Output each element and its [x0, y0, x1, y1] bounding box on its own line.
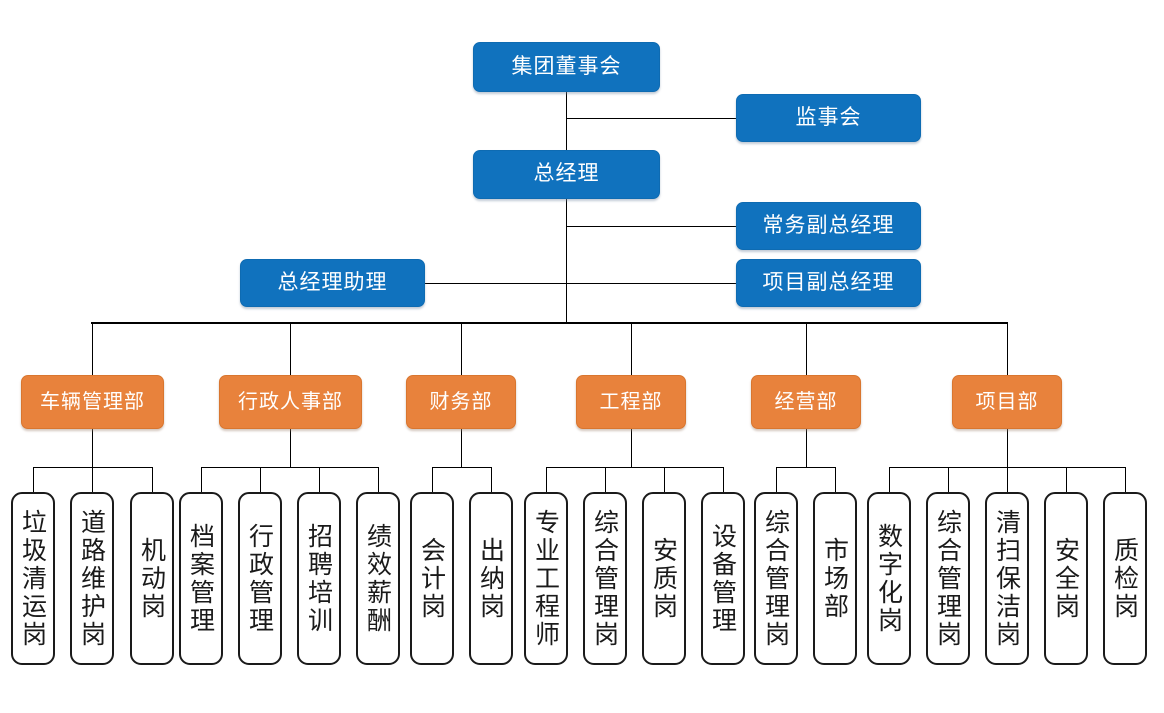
node-position-box[interactable]: 数字化岗 — [867, 492, 911, 665]
node-position-box[interactable]: 招聘培训 — [297, 492, 341, 665]
leaf-drop-6-3 — [1007, 467, 1008, 493]
connector-stem-4 — [631, 429, 632, 468]
connector-project-deputy — [566, 283, 736, 284]
leaf-drop-6-1 — [889, 467, 890, 493]
node-general-manager[interactable]: 总经理 — [473, 150, 660, 199]
node-position-box[interactable]: 会计岗 — [410, 492, 454, 665]
node-department-finance[interactable]: 财务部 — [406, 375, 516, 429]
node-position-box[interactable]: 清扫保洁岗 — [985, 492, 1029, 665]
position-label: 行政管理 — [245, 522, 275, 635]
leaf-drop-6-2 — [948, 467, 949, 493]
position-label: 设备管理 — [708, 522, 738, 635]
node-position-box[interactable]: 道路维护岗 — [70, 492, 114, 665]
node-position-box[interactable]: 设备管理 — [701, 492, 745, 665]
position-label: 绩效薪酬 — [363, 522, 393, 635]
leaf-drop-3-2 — [491, 467, 492, 493]
subbus-2 — [201, 467, 378, 468]
node-position-box[interactable]: 专业工程师 — [524, 492, 568, 665]
position-label: 质检岗 — [1110, 536, 1140, 621]
leaf-drop-4-4 — [723, 467, 724, 493]
node-position-box[interactable]: 安全岗 — [1044, 492, 1088, 665]
node-position-box[interactable]: 绩效薪酬 — [356, 492, 400, 665]
subbus-4 — [546, 467, 723, 468]
leaf-drop-2-2 — [260, 467, 261, 493]
connector-dept-drop-2 — [290, 322, 291, 375]
leaf-drop-4-1 — [546, 467, 547, 493]
position-label: 安质岗 — [649, 536, 679, 621]
node-department-project[interactable]: 项目部 — [952, 375, 1062, 429]
leaf-drop-1-1 — [33, 467, 34, 493]
leaf-drop-5-1 — [776, 467, 777, 493]
connector-stem-5 — [806, 429, 807, 468]
connector-gm-assistant — [425, 283, 566, 284]
position-label: 会计岗 — [417, 536, 447, 621]
connector-gm-trunk — [566, 199, 567, 323]
position-label: 数字化岗 — [874, 522, 904, 635]
node-position-box[interactable]: 综合管理岗 — [754, 492, 798, 665]
position-label: 综合管理岗 — [933, 508, 963, 649]
connector-stem-3 — [461, 429, 462, 468]
node-position-box[interactable]: 综合管理岗 — [926, 492, 970, 665]
node-department-vehicle-management[interactable]: 车辆管理部 — [21, 375, 164, 429]
node-position-box[interactable]: 安质岗 — [642, 492, 686, 665]
position-label: 市场部 — [820, 536, 850, 621]
node-project-deputy-gm[interactable]: 项目副总经理 — [736, 259, 921, 307]
node-position-box[interactable]: 垃圾清运岗 — [11, 492, 55, 665]
connector-dept-drop-5 — [806, 322, 807, 375]
node-position-box[interactable]: 综合管理岗 — [583, 492, 627, 665]
node-position-box[interactable]: 行政管理 — [238, 492, 282, 665]
position-label: 招聘培训 — [304, 522, 334, 635]
leaf-drop-3-1 — [432, 467, 433, 493]
position-label: 出纳岗 — [476, 536, 506, 621]
leaf-drop-2-3 — [319, 467, 320, 493]
position-label: 垃圾清运岗 — [18, 508, 48, 649]
leaf-drop-4-2 — [605, 467, 606, 493]
leaf-drop-2-4 — [378, 467, 379, 493]
position-label: 清扫保洁岗 — [992, 508, 1022, 649]
position-label: 道路维护岗 — [77, 508, 107, 649]
node-position-box[interactable]: 机动岗 — [130, 492, 174, 665]
connector-board-trunk — [566, 92, 567, 159]
node-gm-assistant[interactable]: 总经理助理 — [240, 259, 425, 307]
node-department-admin-hr[interactable]: 行政人事部 — [219, 375, 362, 429]
node-board-of-directors[interactable]: 集团董事会 — [473, 42, 660, 92]
connector-dept-drop-6 — [1007, 322, 1008, 375]
node-position-box[interactable]: 档案管理 — [179, 492, 223, 665]
leaf-drop-1-3 — [152, 467, 153, 493]
position-label: 综合管理岗 — [761, 508, 791, 649]
position-label: 专业工程师 — [531, 508, 561, 649]
leaf-drop-5-2 — [835, 467, 836, 493]
node-position-box[interactable]: 市场部 — [813, 492, 857, 665]
position-label: 档案管理 — [186, 522, 216, 635]
node-department-operations[interactable]: 经营部 — [751, 375, 861, 429]
position-label: 综合管理岗 — [590, 508, 620, 649]
node-position-box[interactable]: 质检岗 — [1103, 492, 1147, 665]
subbus-5 — [776, 467, 835, 468]
connector-dept-drop-4 — [631, 322, 632, 375]
leaf-drop-2-1 — [201, 467, 202, 493]
position-label: 机动岗 — [137, 536, 167, 621]
connector-supervisory — [566, 118, 736, 119]
connector-dept-drop-3 — [461, 322, 462, 375]
position-label: 安全岗 — [1051, 536, 1081, 621]
subbus-3 — [432, 467, 491, 468]
connector-stem-2 — [290, 429, 291, 468]
leaf-drop-6-4 — [1066, 467, 1067, 493]
leaf-drop-4-3 — [664, 467, 665, 493]
department-bus — [91, 322, 1008, 324]
connector-stem-6 — [1007, 429, 1008, 468]
leaf-drop-1-2 — [92, 467, 93, 493]
connector-stem-1 — [92, 429, 93, 468]
node-department-engineering[interactable]: 工程部 — [576, 375, 686, 429]
node-supervisory-board[interactable]: 监事会 — [736, 94, 921, 142]
connector-executive-deputy — [566, 226, 736, 227]
connector-dept-drop-1 — [92, 322, 93, 375]
leaf-drop-6-5 — [1125, 467, 1126, 493]
node-executive-deputy-gm[interactable]: 常务副总经理 — [736, 202, 921, 250]
node-position-box[interactable]: 出纳岗 — [469, 492, 513, 665]
